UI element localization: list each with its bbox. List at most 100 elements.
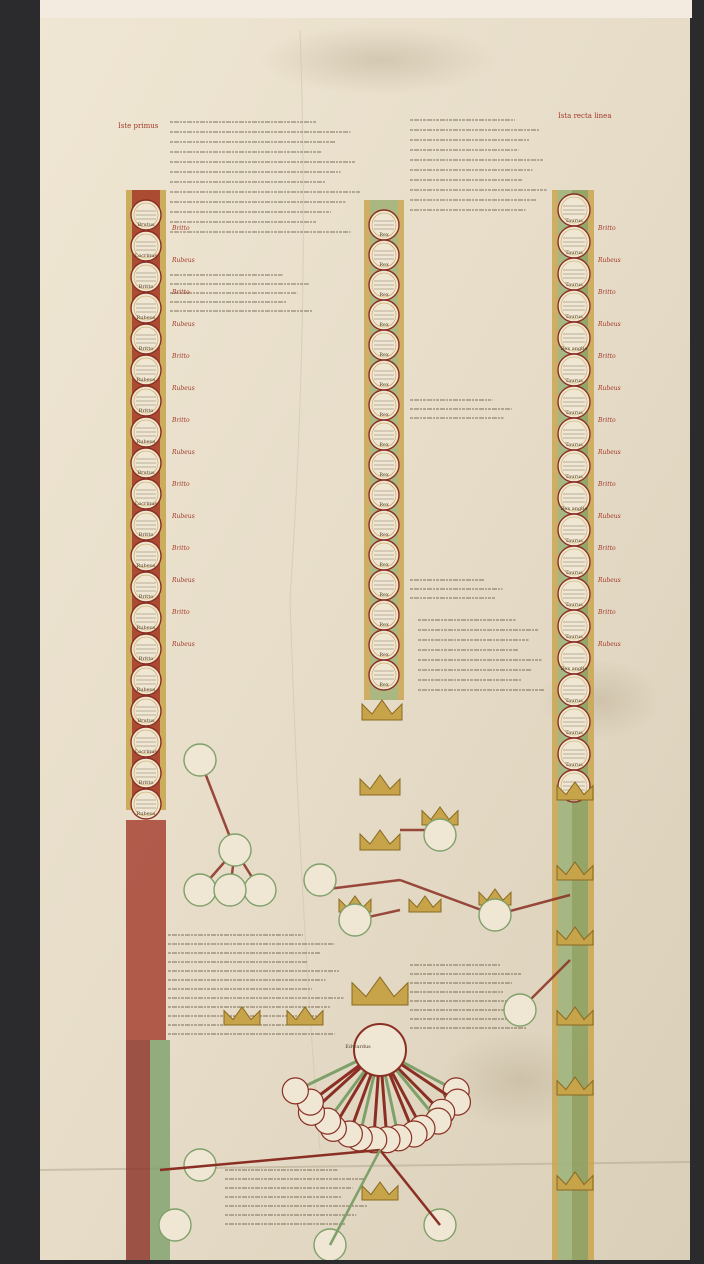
roundel-label: Rex (379, 532, 389, 538)
roundel-label: Rex (379, 442, 389, 448)
right-roundel: Rex anglie (557, 481, 591, 515)
crown-icon (361, 699, 403, 721)
branch-roundel (338, 903, 372, 937)
right-roundel: Taurus (557, 577, 591, 611)
right-rubric: Rubeus (597, 513, 621, 520)
left-roundel: Rubeus (130, 416, 162, 448)
roundel-label: Rex anglie (561, 346, 588, 352)
center-roundels: RexRexRexRexRexRexRexRexRexRexRexRexRexR… (368, 209, 400, 691)
right-rubric: Rubeus (597, 449, 621, 456)
center-roundel: Rex (368, 329, 400, 361)
roundel-label: Rubeus (137, 811, 156, 817)
roundel-label: Britto (139, 408, 154, 414)
branch-roundel (158, 1208, 192, 1242)
right-roundel: Taurus (557, 609, 591, 643)
crown-icon (351, 976, 409, 1006)
left-roundel: Rubeus (130, 602, 162, 634)
left-rubric: Britto (171, 225, 190, 232)
right-roundel: Rex anglie (557, 321, 591, 355)
roundel-label: Taurus (565, 410, 583, 416)
left-roundel: Brutus (130, 199, 162, 231)
roundel-label: Brutus (137, 222, 155, 228)
branch-roundel (183, 743, 217, 777)
roundel-label: Taurus (565, 378, 583, 384)
left-rubric: Britto (171, 353, 190, 360)
roundel-label: Rubeus (137, 563, 156, 569)
roundel-label: Taurus (565, 730, 583, 736)
left-rubric: Britto (171, 545, 190, 552)
top-text-area (168, 119, 547, 1225)
roundel-label: Locrinus (135, 501, 158, 507)
roundel-label: Britto (139, 656, 154, 662)
crown-icon (556, 781, 594, 801)
left-roundel: Britto (130, 385, 162, 417)
left-roundel: Locrinus (130, 230, 162, 262)
crown-icon (359, 774, 401, 796)
center-roundel: Rex (368, 359, 400, 391)
roundel-label: Rex (379, 322, 389, 328)
roundel-label: Taurus (565, 570, 583, 576)
center-roundel: Rex (368, 449, 400, 481)
right-top-heading: Ista recta linea (558, 112, 612, 120)
roundel-label: Taurus (565, 538, 583, 544)
central-roundel-label: Edwardus (345, 1044, 371, 1050)
roundel-label: Taurus (565, 634, 583, 640)
right-rubric: Britto (597, 609, 616, 616)
right-rubric: Britto (597, 545, 616, 552)
center-roundel: Rex (368, 389, 400, 421)
roundel-label: Taurus (565, 474, 583, 480)
right-roundel: Taurus (557, 417, 591, 451)
right-rubric: Britto (597, 353, 616, 360)
left-roundel: Britto (130, 757, 162, 789)
left-roundel: Brutus (130, 447, 162, 479)
right-rubric: Britto (597, 481, 616, 488)
roundel-label: Rex (379, 292, 389, 298)
left-roundel: Britto (130, 323, 162, 355)
top-paper-strip (40, 0, 692, 18)
central-family-tree (158, 743, 571, 1262)
left-rubric: Rubeus (171, 321, 195, 328)
center-roundel: Rex (368, 209, 400, 241)
left-rubric: Rubeus (171, 577, 195, 584)
branch-roundel (303, 863, 337, 897)
left-rubric: Britto (171, 481, 190, 488)
center-roundel: Rex (368, 299, 400, 331)
left-rubric: Rubeus (171, 513, 195, 520)
right-roundel: Taurus (557, 193, 591, 227)
right-roundel: Taurus (557, 545, 591, 579)
roundel-label: Rex (379, 622, 389, 628)
roundel-label: Rex (379, 682, 389, 688)
left-rubric: Britto (171, 417, 190, 424)
roundel-label: Rex (379, 472, 389, 478)
right-roundel: Taurus (557, 513, 591, 547)
left-roundel: Britto (130, 633, 162, 665)
central-roundel (353, 1023, 407, 1077)
crown-icon (223, 1006, 261, 1026)
left-top-heading: Iste primus (118, 122, 159, 130)
roundel-label: Taurus (565, 250, 583, 256)
roundel-label: Locrinus (135, 749, 158, 755)
branch-roundel (218, 833, 252, 867)
crown-icon (361, 1181, 399, 1201)
branch-roundel (243, 873, 277, 907)
center-roundel: Rex (368, 239, 400, 271)
roundel-label: Rex (379, 382, 389, 388)
right-rubric: Britto (597, 289, 616, 296)
roundel-label: Locrinus (135, 253, 158, 259)
crown-icon (556, 926, 594, 946)
right-rubric: Rubeus (597, 257, 621, 264)
branch-roundel (503, 993, 537, 1027)
roundel-label: Britto (139, 284, 154, 290)
right-rubric: Rubeus (597, 641, 621, 648)
right-roundel: Taurus (557, 225, 591, 259)
right-rubric: Britto (597, 417, 616, 424)
roundel-label: Britto (139, 532, 154, 538)
right-roundel: Taurus (557, 353, 591, 387)
roundel-label: Taurus (565, 442, 583, 448)
branch-roundel (183, 873, 217, 907)
left-roundel: Rubeus (130, 788, 162, 820)
center-roundel: Rex (368, 269, 400, 301)
crown-icon (556, 861, 594, 881)
left-rubric: Rubeus (171, 385, 195, 392)
